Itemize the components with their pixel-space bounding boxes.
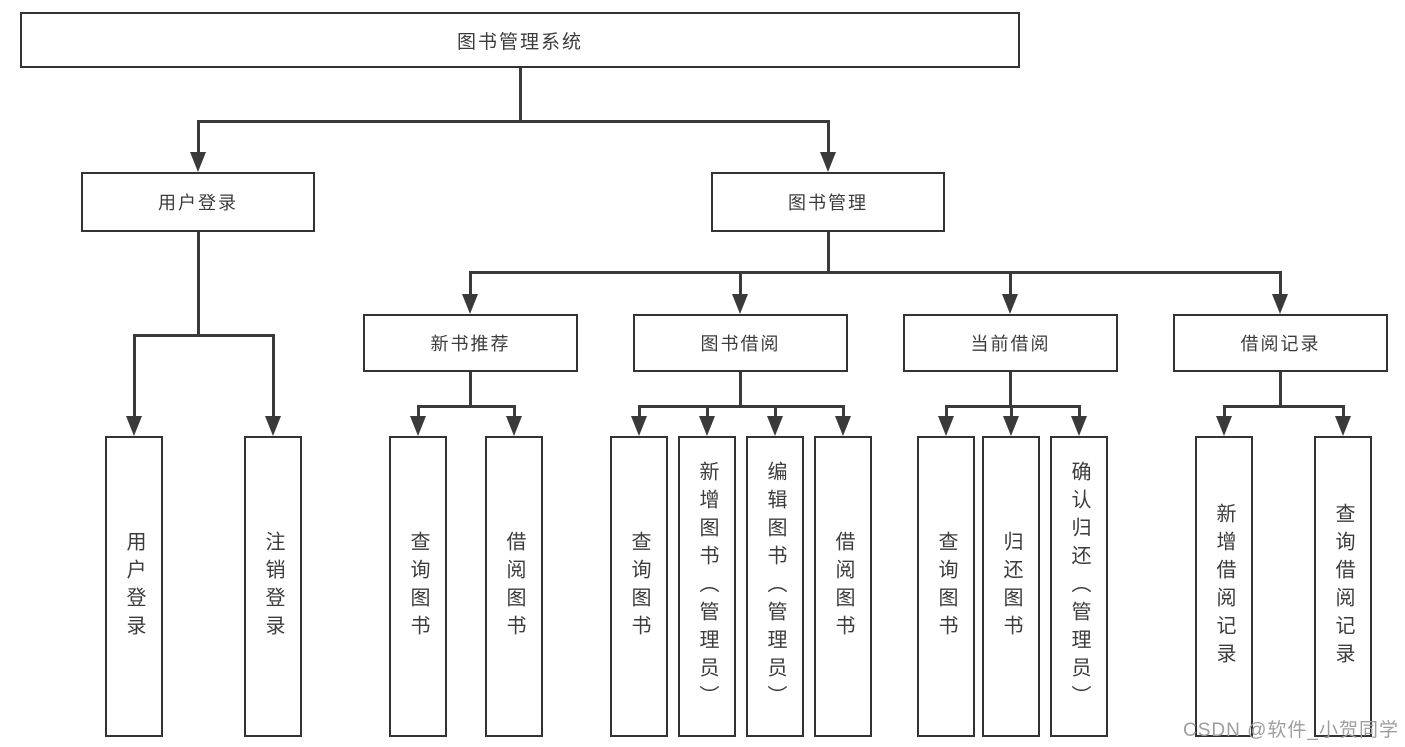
node-leaf-borrow-books-recommend: 借阅图书 bbox=[485, 436, 543, 737]
connector-drop-nb2 bbox=[513, 405, 516, 419]
connector-root-trunk bbox=[519, 68, 522, 122]
arrowhead-bb4 bbox=[835, 416, 851, 436]
connector-book-management-trunk bbox=[827, 232, 830, 273]
node-label: 新书推荐 bbox=[430, 334, 511, 354]
node-label: 用户登录 bbox=[158, 193, 238, 213]
connector-new-book-branch bbox=[417, 405, 515, 408]
connector-drop-cb3 bbox=[1078, 405, 1081, 419]
connector-drop-book-management bbox=[827, 120, 830, 156]
arrowhead-leaf-logout bbox=[265, 416, 281, 436]
connector-book-borrowing-trunk bbox=[739, 372, 742, 407]
arrowhead-br1 bbox=[1216, 416, 1232, 436]
node-label: 新增借阅记录 bbox=[1213, 502, 1235, 671]
connector-drop-br1 bbox=[1223, 405, 1226, 419]
connector-drop-new-book bbox=[469, 271, 472, 298]
node-label: 图书借阅 bbox=[700, 334, 781, 354]
node-label: 借阅记录 bbox=[1240, 334, 1321, 354]
node-current-borrowing: 当前借阅 bbox=[903, 314, 1118, 372]
connector-drop-bb1 bbox=[638, 405, 641, 419]
connector-borrowing-records-trunk bbox=[1279, 372, 1282, 407]
arrowhead-bb1 bbox=[631, 416, 647, 436]
connector-current-borrowing-branch bbox=[945, 405, 1080, 408]
node-leaf-user-login: 用户登录 bbox=[105, 436, 163, 737]
arrowhead-borrowing-records bbox=[1272, 294, 1288, 314]
node-leaf-return-books: 归还图书 bbox=[982, 436, 1040, 737]
arrowhead-br2 bbox=[1335, 416, 1351, 436]
node-leaf-query-books-borrow: 查询图书 bbox=[610, 436, 668, 737]
node-label: 确认归还（管理员） bbox=[1068, 460, 1090, 713]
node-new-book-recommendation: 新书推荐 bbox=[363, 314, 578, 372]
arrowhead-cb3 bbox=[1071, 416, 1087, 436]
node-borrowing-records: 借阅记录 bbox=[1173, 314, 1388, 372]
connector-drop-book-borrowing bbox=[739, 271, 742, 298]
node-leaf-logout: 注销登录 bbox=[244, 436, 302, 737]
watermark: CSDN @软件_小贺同学 bbox=[1183, 720, 1399, 741]
arrowhead-user-login bbox=[190, 152, 206, 172]
node-leaf-query-books-current: 查询图书 bbox=[917, 436, 975, 737]
arrowhead-bb3 bbox=[767, 416, 783, 436]
node-book-management: 图书管理 bbox=[711, 172, 945, 232]
arrowhead-nb2 bbox=[506, 416, 522, 436]
connector-drop-leaf-user-login bbox=[133, 334, 136, 418]
arrowhead-cb1 bbox=[938, 416, 954, 436]
connector-book-borrowing-branch bbox=[638, 405, 844, 408]
arrowhead-cb2 bbox=[1003, 416, 1019, 436]
node-label: 借阅图书 bbox=[832, 530, 854, 643]
node-label: 新增图书（管理员） bbox=[696, 460, 718, 713]
node-label: 归还图书 bbox=[1000, 530, 1022, 643]
arrowhead-book-borrowing bbox=[732, 294, 748, 314]
connector-borrowing-records-branch bbox=[1223, 405, 1344, 408]
connector-level3-branch bbox=[469, 271, 1281, 274]
arrowhead-nb1 bbox=[410, 416, 426, 436]
connector-user-login-trunk bbox=[197, 232, 200, 336]
node-label: 注销登录 bbox=[262, 530, 284, 643]
connector-drop-br2 bbox=[1342, 405, 1345, 419]
connector-new-book-trunk bbox=[469, 372, 472, 407]
node-leaf-query-books-recommend: 查询图书 bbox=[389, 436, 447, 737]
connector-drop-user-login bbox=[197, 120, 200, 156]
node-label: 查询图书 bbox=[628, 530, 650, 643]
connector-drop-nb1 bbox=[417, 405, 420, 419]
connector-user-login-branch bbox=[133, 334, 274, 337]
node-leaf-confirm-return-admin: 确认归还（管理员） bbox=[1050, 436, 1108, 737]
connector-drop-bb3 bbox=[774, 405, 777, 419]
node-leaf-query-borrow-record: 查询借阅记录 bbox=[1314, 436, 1372, 737]
connector-level2-branch bbox=[197, 120, 830, 123]
connector-drop-cb1 bbox=[945, 405, 948, 419]
node-leaf-borrow-books: 借阅图书 bbox=[814, 436, 872, 737]
connector-current-borrowing-trunk bbox=[1009, 372, 1012, 407]
node-label: 查询借阅记录 bbox=[1332, 502, 1354, 671]
arrowhead-new-book bbox=[462, 294, 478, 314]
connector-drop-current-borrowing bbox=[1009, 271, 1012, 298]
node-label: 编辑图书（管理员） bbox=[764, 460, 786, 713]
arrowhead-leaf-user-login bbox=[126, 416, 142, 436]
node-label: 当前借阅 bbox=[970, 334, 1051, 354]
node-leaf-edit-books-admin: 编辑图书（管理员） bbox=[746, 436, 804, 737]
node-user-login: 用户登录 bbox=[81, 172, 315, 232]
node-book-borrowing: 图书借阅 bbox=[633, 314, 848, 372]
node-leaf-add-borrow-record: 新增借阅记录 bbox=[1195, 436, 1253, 737]
connector-drop-borrowing-records bbox=[1279, 271, 1282, 298]
arrowhead-book-management bbox=[820, 152, 836, 172]
node-label: 借阅图书 bbox=[503, 530, 525, 643]
node-label: 查询图书 bbox=[935, 530, 957, 643]
connector-drop-bb2 bbox=[706, 405, 709, 419]
arrowhead-bb2 bbox=[699, 416, 715, 436]
node-label: 图书管理 bbox=[788, 193, 868, 213]
node-label: 查询图书 bbox=[407, 530, 429, 643]
node-leaf-add-books-admin: 新增图书（管理员） bbox=[678, 436, 736, 737]
connector-drop-bb4 bbox=[842, 405, 845, 419]
node-library-management-system: 图书管理系统 bbox=[20, 12, 1020, 68]
arrowhead-current-borrowing bbox=[1002, 294, 1018, 314]
node-label: 用户登录 bbox=[123, 530, 145, 643]
connector-drop-leaf-logout bbox=[272, 334, 275, 418]
connector-drop-cb2 bbox=[1010, 405, 1013, 419]
node-label: 图书管理系统 bbox=[456, 31, 583, 53]
